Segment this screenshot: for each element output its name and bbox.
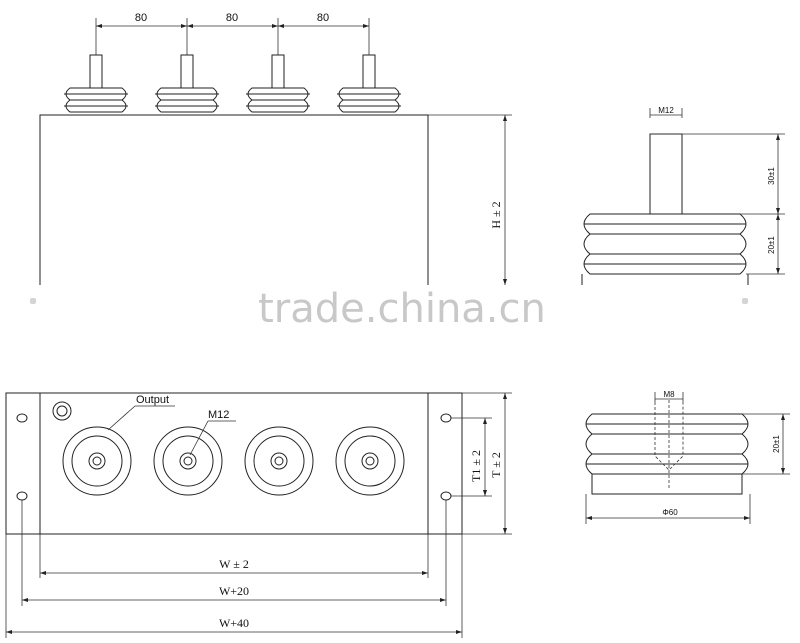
housing-outline (39, 114, 429, 285)
mounting-holes (16, 413, 452, 501)
w20-label: W+20 (219, 584, 249, 598)
insulator-thread-label: M8 (663, 390, 675, 399)
plan-view: Output M12 T1 ± 2 T ± 2 W ± 2 W+20 W+40 (5, 392, 512, 638)
terminal-detail: M12 30±1 20±1 (581, 106, 785, 285)
terminal-plan-1 (62, 426, 132, 496)
housing-top (39, 392, 429, 535)
w40-label: W+40 (219, 616, 249, 630)
terminal-plan-3 (244, 426, 314, 496)
insulator-height-label: 20±1 (772, 435, 781, 453)
height-dimension: H ± 2 (428, 114, 512, 285)
stud-height-label: 30±1 (767, 167, 776, 185)
insulator-diameter-label: Φ60 (662, 508, 678, 517)
spacing-label-3: 80 (317, 12, 329, 24)
output-label: Output (136, 394, 169, 406)
watermark-logo (30, 298, 748, 304)
spacing-label-2: 80 (226, 12, 238, 24)
terminal-plan-2 (153, 426, 223, 496)
insulator-detail: M8 20±1 Φ60 (585, 390, 790, 524)
spacing-label-1: 80 (135, 12, 147, 24)
body-height-label: 20±1 (767, 236, 776, 254)
height-label: H ± 2 (489, 201, 503, 228)
watermark: trade.china.cn (258, 286, 546, 332)
mounting-flange (5, 392, 463, 535)
plan-thread-label: M12 (208, 409, 229, 421)
terminal-2 (155, 54, 219, 113)
terminal-4 (337, 54, 401, 113)
terminal-plan-4 (335, 426, 405, 496)
t1-label: T1 ± 2 (469, 450, 483, 482)
terminal-1 (64, 54, 128, 113)
elevation-view: 80 80 80 H ± 2 (39, 12, 512, 285)
spacing-dimension: 80 80 80 (95, 12, 370, 55)
terminal-3 (246, 54, 310, 113)
t-label: T ± 2 (489, 452, 503, 478)
terminal-thread-label: M12 (658, 106, 674, 115)
w-label: W ± 2 (219, 557, 249, 571)
